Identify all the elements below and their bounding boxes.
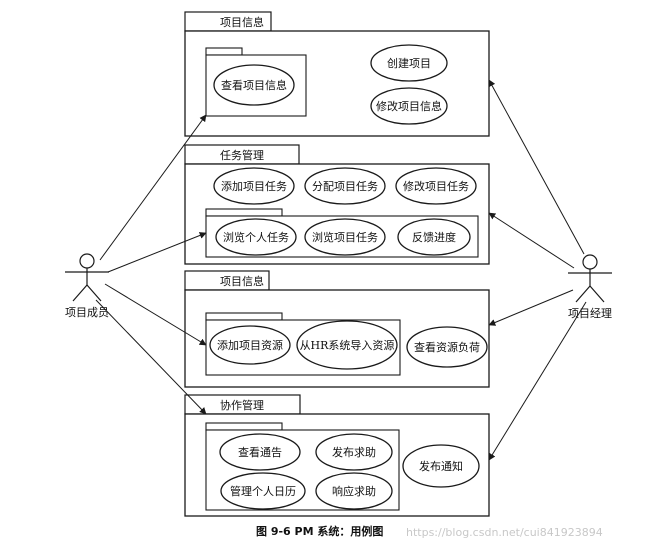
association-arrow [488, 79, 585, 255]
actor-leg [575, 285, 591, 303]
use-case-add-resource: 添加项目资源 [217, 338, 283, 352]
actor-leg [86, 284, 102, 302]
use-case-browse-personal-tasks: 浏览个人任务 [223, 230, 289, 244]
use-case-view-notice: 查看通告 [238, 445, 282, 459]
association-arrow [99, 114, 207, 261]
use-case-publish-notice: 发布通知 [419, 459, 463, 473]
package-project-info: 项目信息 查看项目信息 创建项目 修改项目信息 [184, 11, 490, 137]
use-case-import-hr-resources: 从HR系统导入资源 [300, 338, 395, 352]
package-collaboration: 协作管理 查看通告 发布求助 管理个人日历 响应求助 发布通知 [184, 394, 490, 517]
use-case-ellipse [213, 64, 295, 106]
use-case-browse-project-tasks: 浏览项目任务 [312, 230, 378, 244]
use-case-ellipse [304, 167, 386, 205]
association-arrow [488, 289, 574, 326]
use-case-view-project-info: 查看项目信息 [221, 78, 287, 92]
use-case-ellipse [370, 87, 448, 125]
use-case-create-project: 创建项目 [387, 56, 431, 70]
actor-leg [72, 284, 88, 302]
use-case-ellipse [315, 433, 393, 471]
use-case-respond-help: 响应求助 [332, 484, 376, 498]
use-case-assign-task: 分配项目任务 [312, 180, 378, 193]
use-case-ellipse [209, 325, 291, 365]
actor-leg [589, 285, 605, 303]
use-case-ellipse [219, 433, 301, 471]
use-case-ellipse [315, 472, 393, 510]
use-case-add-task: 添加项目任务 [221, 179, 287, 193]
actor-project-manager: 项目经理 [568, 254, 612, 320]
actor-label: 项目经理 [568, 307, 612, 320]
figure-caption: 图 9-6 PM 系统：用例图 [256, 524, 383, 538]
use-case-manage-calendar: 管理个人日历 [230, 484, 296, 498]
actor-label: 项目成员 [65, 306, 109, 319]
use-case-feedback-progress: 反馈进度 [412, 230, 456, 244]
association-arrow [107, 232, 207, 273]
association-arrow [104, 283, 207, 346]
use-case-ellipse [370, 44, 448, 82]
inner-package-tab [205, 208, 283, 217]
inner-package-tab [205, 312, 283, 321]
use-case-ellipse [397, 218, 471, 256]
package-project-resources: 项目信息 添加项目资源 从HR系统导入资源 查看资源负荷 [184, 270, 490, 388]
use-case-ellipse [304, 218, 386, 256]
package-label: 项目信息 [220, 15, 264, 29]
package-label: 任务管理 [220, 148, 264, 162]
use-case-ellipse [402, 444, 480, 488]
use-case-ellipse [215, 218, 297, 256]
use-case-ellipse [213, 167, 295, 205]
association-arrow [488, 301, 587, 461]
use-case-ellipse [220, 472, 306, 510]
package-label: 协作管理 [220, 398, 264, 412]
use-case-edit-project-info: 修改项目信息 [376, 99, 442, 113]
actor-head [79, 253, 95, 269]
actor-head [582, 254, 598, 270]
association-arrow [488, 212, 575, 269]
actor-project-member: 项目成员 [65, 253, 109, 319]
use-case-edit-task: 修改项目任务 [403, 179, 469, 193]
use-case-ellipse [406, 326, 488, 368]
inner-package-tab [205, 422, 283, 431]
use-case-ellipse [296, 320, 398, 370]
association-arrow [95, 299, 207, 415]
package-task-management: 任务管理 添加项目任务 分配项目任务 修改项目任务 浏览个人任务 浏览项目任务 … [184, 144, 490, 265]
use-case-post-help: 发布求助 [332, 445, 376, 459]
use-case-view-resource-load: 查看资源负荷 [414, 340, 480, 354]
watermark: https://blog.csdn.net/cui841923894 [406, 526, 603, 539]
use-case-ellipse [395, 167, 477, 205]
package-label: 项目信息 [220, 274, 264, 288]
inner-package-tab [205, 47, 243, 56]
